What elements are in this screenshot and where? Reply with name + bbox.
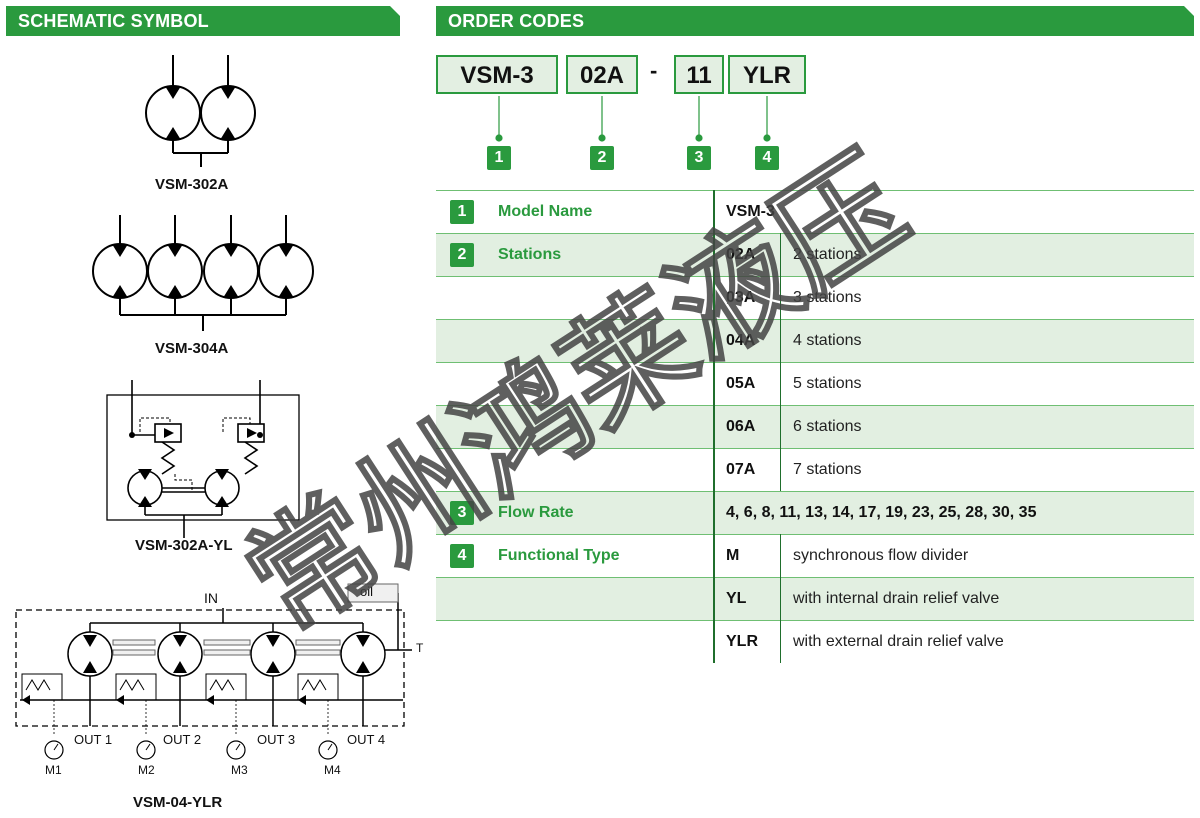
label-out-1: OUT 1 xyxy=(74,732,113,747)
table-row: 04A 4 stations xyxy=(436,319,1194,363)
code-box-flow: 11 xyxy=(674,55,724,94)
label-t: T xyxy=(416,641,424,655)
row-desc: 5 stations xyxy=(793,375,862,392)
table-divider xyxy=(713,190,715,663)
code-box-model: VSM-3 xyxy=(436,55,558,94)
row-code: 02A xyxy=(726,246,756,263)
table-row-stations: 2 Stations 02A 2 stations xyxy=(436,233,1194,277)
table-row-flow-rate: 3 Flow Rate 4, 6, 8, 11, 13, 14, 17, 19,… xyxy=(436,491,1194,535)
label-vsm-304a: VSM-304A xyxy=(155,340,229,357)
label-vsm-302a-yl: VSM-302A-YL xyxy=(135,537,233,554)
label-m4: M4 xyxy=(324,763,341,777)
code-badge-1: 1 xyxy=(487,146,511,170)
row-badge: 2 xyxy=(450,243,474,267)
schematic-vsm-302a-yl xyxy=(106,380,300,538)
label-m2: M2 xyxy=(138,763,155,777)
row-code: 07A xyxy=(726,461,756,478)
schematic-vsm-04-ylr xyxy=(15,583,412,760)
schematic-symbol-header: SCHEMATIC SYMBOL xyxy=(6,6,400,36)
table-row: 05A 5 stations xyxy=(436,362,1194,406)
row-label: Flow Rate xyxy=(498,504,574,521)
row-badge: 1 xyxy=(450,200,474,224)
row-label: Model Name xyxy=(498,203,593,220)
row-code: 06A xyxy=(726,418,756,435)
code-dash: - xyxy=(650,58,658,83)
table-row: YL with internal drain relief valve xyxy=(436,577,1194,621)
table-divider-stations xyxy=(780,233,781,491)
table-divider-type xyxy=(780,534,781,663)
table-row: 06A 6 stations xyxy=(436,405,1194,449)
schematic-vsm-302a xyxy=(145,55,256,167)
row-desc: with internal drain relief valve xyxy=(793,590,1000,607)
order-code-table: 1 Model Name VSM-3 2 Stations 02A 2 stat… xyxy=(436,190,1194,664)
code-box-stations: 02A xyxy=(566,55,638,94)
table-row: 07A 7 stations xyxy=(436,448,1194,492)
row-code: M xyxy=(726,547,740,564)
row-desc: 4 stations xyxy=(793,332,862,349)
table-row: YLR with external drain relief valve xyxy=(436,620,1194,664)
row-badge: 4 xyxy=(450,544,474,568)
row-code: 4, 6, 8, 11, 13, 14, 17, 19, 23, 25, 28,… xyxy=(726,504,1037,521)
row-code: VSM-3 xyxy=(726,203,775,220)
row-label: Functional Type xyxy=(498,547,620,564)
label-out-3: OUT 3 xyxy=(257,732,296,747)
row-code: 03A xyxy=(726,289,756,306)
row-desc: 3 stations xyxy=(793,289,862,306)
row-code: YL xyxy=(726,590,747,607)
row-label: Stations xyxy=(498,246,562,263)
row-desc: 6 stations xyxy=(793,418,862,435)
schematic-vsm-304a xyxy=(92,215,314,331)
label-vsm-04-ylr: VSM-04-YLR xyxy=(133,794,223,811)
table-row-model: 1 Model Name VSM-3 xyxy=(436,190,1194,234)
table-row: 03A 3 stations xyxy=(436,276,1194,320)
row-desc: 7 stations xyxy=(793,461,862,478)
row-code: 05A xyxy=(726,375,756,392)
code-connectors xyxy=(495,96,771,142)
label-out-4: OUT 4 xyxy=(347,732,386,747)
row-desc: synchronous flow divider xyxy=(793,547,969,564)
row-code: 04A xyxy=(726,332,756,349)
order-codes-header: ORDER CODES xyxy=(436,6,1194,36)
row-badge: 3 xyxy=(450,501,474,525)
label-oil: oil xyxy=(360,584,374,599)
label-in: IN xyxy=(204,590,218,606)
label-m1: M1 xyxy=(45,763,62,777)
row-desc: 2 stations xyxy=(793,246,862,263)
row-desc: with external drain relief valve xyxy=(793,633,1004,650)
code-badge-4: 4 xyxy=(755,146,779,170)
label-out-2: OUT 2 xyxy=(163,732,202,747)
code-badge-2: 2 xyxy=(590,146,614,170)
table-row-functional-type: 4 Functional Type M synchronous flow div… xyxy=(436,534,1194,578)
label-m3: M3 xyxy=(231,763,248,777)
code-badge-3: 3 xyxy=(687,146,711,170)
label-vsm-302a: VSM-302A xyxy=(155,176,229,193)
code-box-type: YLR xyxy=(728,55,806,94)
row-code: YLR xyxy=(726,633,758,650)
